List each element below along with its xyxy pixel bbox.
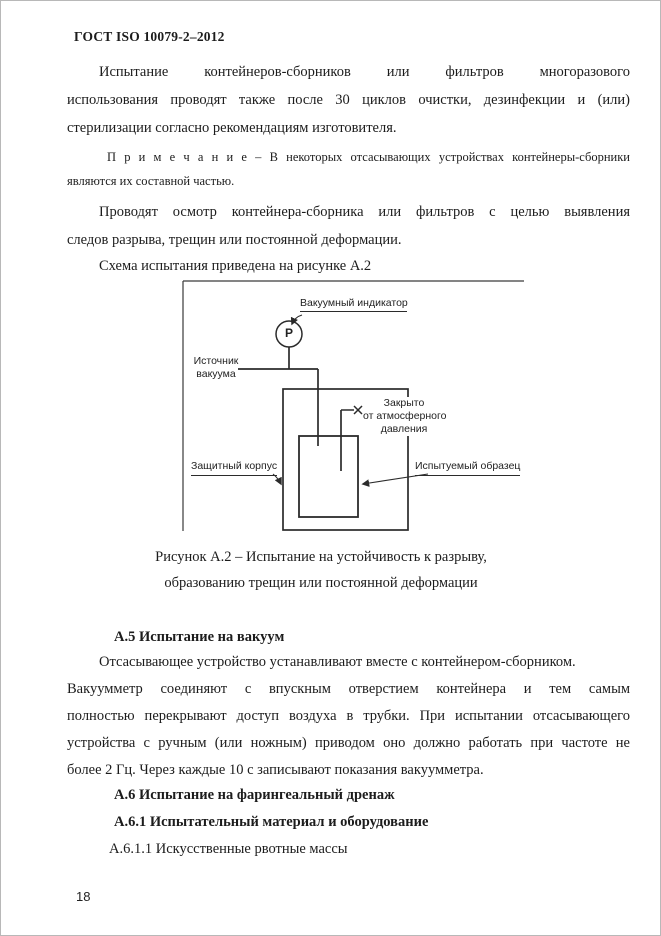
figure-caption-line: образованию трещин или постоянной деформ… (164, 575, 478, 591)
paragraph-line: Испытание контейнеров-сборников или филь… (99, 64, 630, 80)
paragraph-line: Вакуумметр соединяют с впускным отверсти… (67, 681, 630, 697)
closed-label-line: Закрыто (383, 397, 425, 409)
figure-caption: Рисунок А.2 – Испытание на устойчивость … (67, 544, 575, 596)
vacuum-source-label: Источник вакуума (191, 355, 241, 380)
closed-from-atmosphere-label: Закрыто от атмосферного давления (363, 397, 447, 436)
paragraph-vacuum-test: Отсасывающее устройство устанавливают вм… (67, 649, 630, 784)
protective-housing-box (282, 388, 409, 531)
section-heading: А.6.1 Испытательный материал и оборудова… (114, 814, 429, 830)
paragraph-line: полностью перекрывают доступ воздуха в т… (67, 708, 630, 724)
gauge-letter-label: P (284, 326, 293, 340)
page-number: 18 (76, 889, 91, 904)
section-a61-heading-block: А.6.1 Испытательный материал и оборудова… (67, 809, 630, 836)
section-heading: А.5 Испытание на вакуум (114, 629, 285, 645)
paragraph-line: стерилизации согласно рекомендациям изго… (67, 120, 397, 136)
section-heading: А.6 Испытание на фарингеальный дренаж (114, 787, 395, 803)
closed-end-cross-icon (353, 405, 363, 415)
note-line: являются их составной частью. (67, 174, 235, 188)
section-a611-block: А.6.1.1 Искусственные рвотные массы (67, 836, 630, 863)
paragraph-line: использования проводят также после 30 ци… (67, 92, 630, 108)
paragraph-line: более 2 Гц. Через каждые 10 с записывают… (67, 762, 484, 778)
protective-housing-label: Защитный корпус (191, 460, 278, 476)
housing-leader-arrow (272, 473, 282, 486)
closed-label-line: давления (380, 423, 428, 435)
paragraph-reuse-test: Испытание контейнеров-сборников или филь… (67, 58, 630, 142)
paragraph-line: Проводят осмотр контейнера-сборника или … (99, 204, 630, 220)
test-sample-box (298, 435, 359, 518)
closed-label-line: от атмосферного (363, 410, 447, 422)
section-a5-heading-block: А.5 Испытание на вакуум (67, 623, 630, 651)
vacuum-indicator-label: Вакуумный индикатор (300, 297, 408, 312)
paragraph-line: Отсасывающее устройство устанавливают вм… (99, 654, 576, 670)
note-block: П р и м е ч а н и е – В некоторых отсасы… (67, 145, 630, 193)
paragraph-scheme-ref: Схема испытания приведена на рисунке А.2 (67, 252, 630, 280)
paragraph-inspection: Проводят осмотр контейнера-сборника или … (67, 198, 630, 254)
figure-a2-diagram (182, 280, 524, 531)
vacuum-source-label-line: Источник (193, 355, 239, 367)
vacuum-source-label-line: вакуума (196, 367, 236, 380)
figure-caption-line: Рисунок А.2 – Испытание на устойчивость … (155, 549, 487, 565)
paragraph-line: устройства с ручным (или ножным) приводо… (67, 735, 630, 751)
document-header: ГОСТ ISO 10079-2–2012 (74, 29, 225, 44)
section-a6-heading-block: А.6 Испытание на фарингеальный дренаж (67, 782, 630, 809)
paragraph-line: А.6.1.1 Искусственные рвотные массы (109, 841, 348, 857)
note-line: П р и м е ч а н и е – В некоторых отсасы… (107, 150, 630, 164)
test-sample-label: Испытуемый образец (415, 460, 521, 476)
indicator-leader-arrow (290, 314, 303, 326)
paragraph-line: Схема испытания приведена на рисунке А.2 (99, 258, 372, 274)
paragraph-line: следов разрыва, трещин или постоянной де… (67, 232, 402, 248)
